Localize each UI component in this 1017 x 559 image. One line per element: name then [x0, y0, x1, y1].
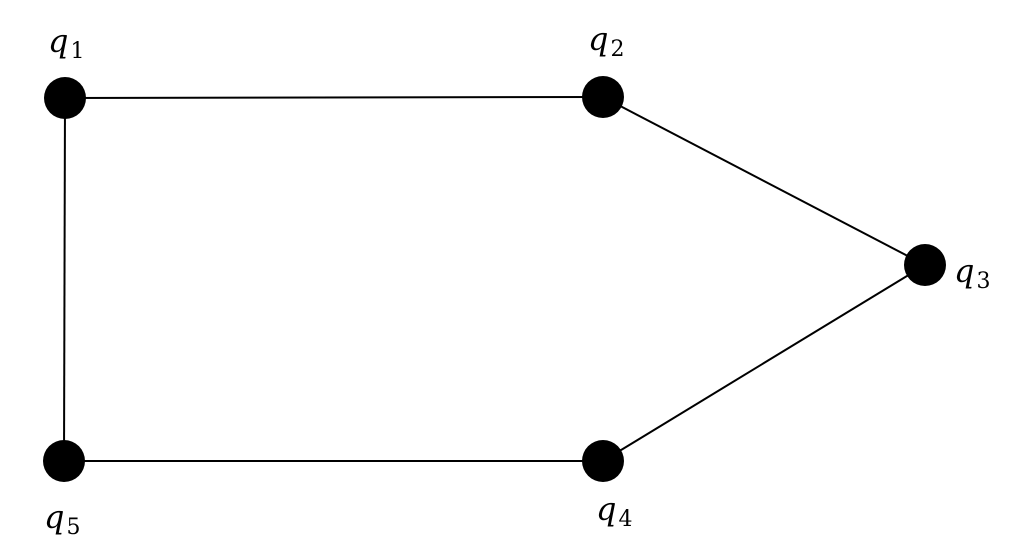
- node-q3: [904, 244, 946, 286]
- node-label-q2: q2: [588, 20, 624, 62]
- labels: q1 q2 q3 q4 q5: [44, 20, 990, 540]
- node-q1: [44, 77, 86, 119]
- nodes: [43, 76, 946, 482]
- edges: [63, 96, 926, 462]
- node-label-q3: q3: [954, 252, 990, 294]
- node-q4: [582, 440, 624, 482]
- node-q2: [582, 76, 624, 118]
- edge-q3-q4: [602, 264, 926, 462]
- node-label-q1: q1: [48, 22, 84, 64]
- edge-q1-q2: [64, 96, 604, 99]
- node-q5: [43, 440, 85, 482]
- node-label-q5: q5: [44, 498, 80, 540]
- edge-q2-q3: [602, 96, 926, 266]
- edge-q5-q1: [63, 97, 66, 462]
- node-label-q4: q4: [596, 490, 632, 532]
